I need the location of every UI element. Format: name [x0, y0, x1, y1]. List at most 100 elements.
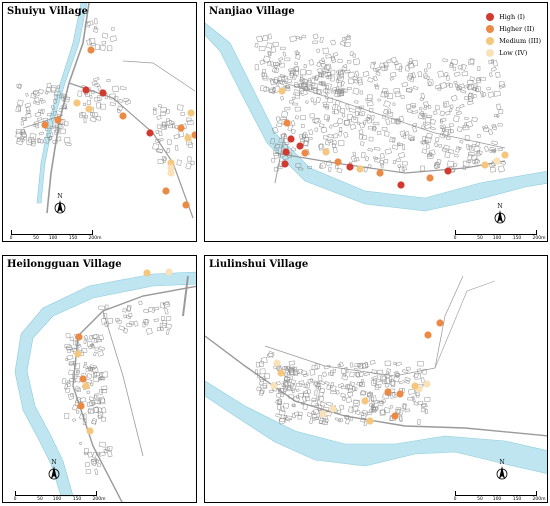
building: [90, 459, 98, 465]
building: [56, 136, 62, 142]
building: [93, 400, 100, 405]
building: [442, 130, 450, 138]
building: [344, 35, 352, 41]
building: [307, 379, 314, 384]
building: [422, 121, 426, 126]
building: [263, 373, 271, 380]
building: [94, 393, 99, 400]
legend-label: Medium (III): [499, 37, 541, 45]
building: [445, 126, 451, 131]
building: [304, 136, 310, 143]
building: [443, 144, 450, 151]
building: [290, 120, 296, 127]
building: [474, 159, 480, 164]
building: [161, 155, 167, 162]
building: [391, 144, 399, 150]
building: [395, 407, 401, 414]
building: [475, 150, 481, 157]
building: [401, 166, 407, 171]
scale-label: 0: [13, 497, 17, 502]
building: [326, 401, 333, 407]
building: [366, 101, 374, 107]
building: [394, 91, 401, 97]
building: [349, 362, 354, 368]
building: [483, 127, 490, 132]
building: [382, 114, 386, 119]
legend-swatch-icon: [486, 13, 495, 21]
building: [338, 130, 342, 137]
building: [106, 79, 111, 82]
scale-label: 100: [492, 236, 502, 241]
north-arrow-icon: N: [53, 193, 67, 217]
building: [92, 371, 98, 378]
building: [123, 328, 129, 334]
building: [498, 81, 505, 88]
north-arrow-icon: N: [493, 203, 507, 227]
building: [405, 380, 410, 384]
building: [497, 165, 505, 173]
building: [62, 103, 68, 110]
building: [280, 96, 284, 101]
building: [271, 67, 278, 73]
building: [420, 92, 426, 99]
building: [307, 165, 312, 169]
point-medium: [361, 397, 369, 405]
building: [423, 73, 428, 79]
map-panel-heilongguan: Heilongguan Village N 0 50 100 150 200m: [2, 255, 197, 503]
building: [77, 344, 82, 348]
building: [408, 388, 416, 395]
building: [15, 129, 22, 134]
building: [284, 106, 291, 111]
point-higher: [119, 112, 127, 120]
building: [186, 117, 192, 123]
building: [354, 409, 361, 415]
building: [446, 136, 451, 141]
building: [262, 75, 269, 81]
building: [344, 69, 351, 74]
river: [205, 380, 547, 474]
point-medium: [501, 151, 509, 159]
building: [294, 82, 299, 87]
building: [164, 308, 169, 315]
building: [492, 149, 497, 153]
building: [267, 351, 275, 358]
building: [373, 400, 380, 404]
building: [46, 82, 52, 89]
building: [38, 88, 44, 95]
building: [361, 152, 366, 159]
building: [300, 115, 306, 120]
building: [389, 379, 396, 386]
building: [258, 45, 266, 51]
building: [156, 148, 163, 153]
building: [280, 134, 287, 140]
building: [386, 371, 390, 375]
building: [83, 365, 89, 369]
building: [498, 109, 504, 115]
building: [86, 99, 91, 106]
point-higher: [426, 174, 434, 182]
building: [73, 340, 79, 346]
building: [474, 146, 481, 153]
building: [276, 122, 282, 128]
building: [314, 127, 318, 132]
building: [93, 77, 100, 82]
building: [394, 118, 401, 125]
building: [302, 131, 307, 138]
building: [323, 103, 330, 109]
building: [106, 45, 113, 51]
building: [40, 108, 45, 114]
building: [373, 146, 381, 151]
building: [354, 387, 358, 392]
building: [289, 100, 294, 104]
building: [89, 400, 95, 407]
building: [267, 33, 272, 40]
building: [347, 71, 356, 79]
building: [92, 452, 97, 459]
point-medium: [322, 148, 330, 156]
building: [377, 400, 384, 407]
building: [413, 401, 419, 406]
building: [166, 148, 171, 153]
building: [17, 99, 24, 106]
building: [357, 121, 361, 125]
north-label: N: [51, 459, 57, 466]
